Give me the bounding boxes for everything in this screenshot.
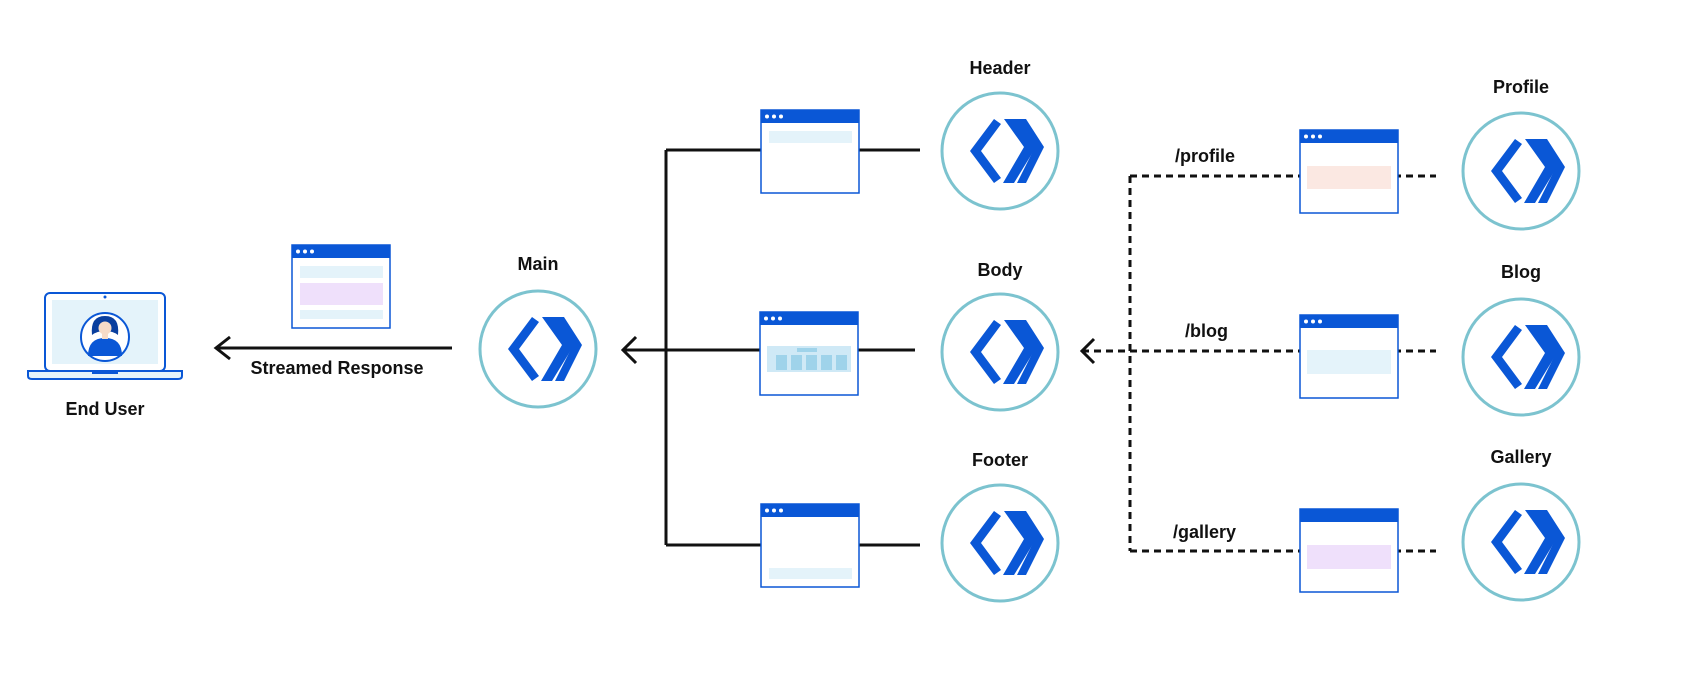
main-label: Main [517, 254, 558, 274]
footer-worker-node [940, 483, 1060, 603]
streamed-response-page-icon [291, 244, 391, 329]
body-worker-node [940, 292, 1060, 412]
body-page-icon [759, 311, 859, 396]
blog-label: Blog [1501, 262, 1541, 282]
route-blog-label: /blog [1185, 321, 1228, 341]
route-gallery-label: /gallery [1173, 522, 1236, 542]
main-worker-node [478, 289, 598, 409]
profile-label: Profile [1493, 77, 1549, 97]
gallery-page-icon [1299, 508, 1399, 593]
header-worker-node [940, 91, 1060, 211]
profile-page-icon [1299, 129, 1399, 214]
streamed-response-label: Streamed Response [250, 358, 423, 378]
footer-label: Footer [972, 450, 1028, 470]
gallery-label: Gallery [1490, 447, 1551, 467]
footer-page-icon [760, 503, 860, 588]
arrowhead-to-user [213, 335, 231, 361]
arrowhead-to-body [1079, 337, 1096, 365]
blog-worker-node [1461, 297, 1581, 417]
blog-page-icon [1299, 314, 1399, 399]
user-avatar-icon [80, 312, 130, 362]
body-label: Body [978, 260, 1023, 280]
end-user-label: End User [65, 399, 144, 419]
gallery-worker-node [1461, 482, 1581, 602]
route-profile-label: /profile [1175, 146, 1235, 166]
header-label: Header [969, 58, 1030, 78]
profile-worker-node [1461, 111, 1581, 231]
header-page-icon [760, 109, 860, 194]
arrowhead-to-main [620, 335, 638, 365]
